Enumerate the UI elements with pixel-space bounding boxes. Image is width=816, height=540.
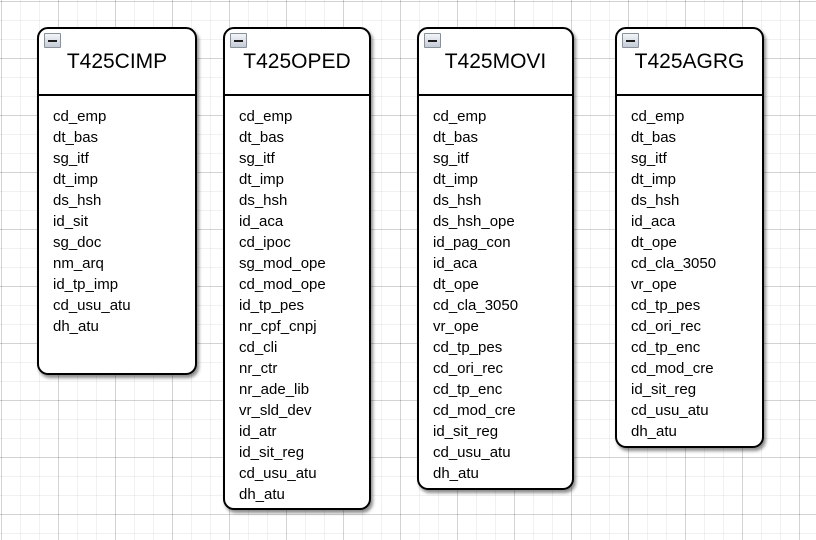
- field-row[interactable]: dh_atu: [239, 486, 285, 503]
- field-row[interactable]: id_sit_reg: [239, 444, 305, 461]
- field-row[interactable]: dt_bas: [631, 129, 677, 146]
- collapse-minus-icon[interactable]: [44, 33, 61, 48]
- field-row[interactable]: id_pag_con: [433, 234, 511, 251]
- field-row[interactable]: cd_tp_pes: [631, 297, 701, 314]
- field-row[interactable]: id_sit: [53, 213, 89, 230]
- entity-field-list: cd_emp dt_bas sg_itf dt_imp ds_hsh ds_hsh_ope…: [419, 96, 572, 494]
- field-row[interactable]: dt_imp: [53, 171, 99, 188]
- field-row[interactable]: cd_ipoc: [239, 234, 291, 251]
- entity-title: T425MOVI: [444, 50, 547, 73]
- field-row[interactable]: ds_hsh: [53, 192, 102, 209]
- field-row[interactable]: nr_ctr: [239, 360, 278, 377]
- entity-field-list: cd_emp dt_bas sg_itf dt_imp ds_hsh id_sit sg_d…: [39, 96, 195, 347]
- entity-header[interactable]: T425OPED: [225, 29, 369, 96]
- field-row[interactable]: id_sit_reg: [433, 423, 499, 440]
- field-row[interactable]: dt_bas: [433, 129, 479, 146]
- field-row[interactable]: nr_ade_lib: [239, 381, 310, 398]
- field-row[interactable]: vr_sld_dev: [239, 402, 312, 419]
- field-row[interactable]: sg_doc: [53, 234, 102, 251]
- collapse-minus-icon[interactable]: [622, 33, 639, 48]
- field-row[interactable]: cd_mod_cre: [433, 402, 516, 419]
- collapse-minus-icon[interactable]: [424, 33, 441, 48]
- field-row[interactable]: cd_usu_atu: [239, 465, 317, 482]
- field-row[interactable]: id_aca: [239, 213, 284, 230]
- field-row[interactable]: id_atr: [239, 423, 277, 440]
- field-row[interactable]: sg_itf: [631, 150, 667, 167]
- entity-title: T425AGRG: [634, 50, 745, 73]
- field-row[interactable]: id_aca: [433, 255, 478, 272]
- field-row[interactable]: ds_hsh: [631, 192, 680, 209]
- field-row[interactable]: cd_tp_pes: [433, 339, 503, 356]
- field-row[interactable]: cd_tp_enc: [433, 381, 503, 398]
- field-row[interactable]: sg_itf: [53, 150, 89, 167]
- field-row[interactable]: id_sit_reg: [631, 381, 697, 398]
- field-row[interactable]: cd_usu_atu: [433, 444, 511, 461]
- field-row[interactable]: dt_imp: [631, 171, 677, 188]
- field-row[interactable]: dt_bas: [53, 129, 99, 146]
- field-row[interactable]: cd_mod_ope: [239, 276, 326, 293]
- field-row[interactable]: id_tp_pes: [239, 297, 305, 314]
- field-row[interactable]: cd_tp_enc: [631, 339, 701, 356]
- entity-title: T425CIMP: [66, 50, 168, 73]
- field-row[interactable]: dt_ope: [433, 276, 479, 293]
- field-row[interactable]: ds_hsh: [239, 192, 288, 209]
- collapse-minus-icon[interactable]: [230, 33, 247, 48]
- field-row[interactable]: cd_cli: [239, 339, 278, 356]
- entity-title: T425OPED: [243, 50, 351, 73]
- field-row[interactable]: dh_atu: [433, 465, 479, 482]
- field-row[interactable]: sg_itf: [239, 150, 275, 167]
- field-row[interactable]: nm_arq: [53, 255, 104, 272]
- field-row[interactable]: id_aca: [631, 213, 676, 230]
- field-row[interactable]: cd_usu_atu: [631, 402, 709, 419]
- field-row[interactable]: dh_atu: [53, 318, 99, 335]
- field-row[interactable]: cd_emp: [239, 108, 293, 125]
- field-row[interactable]: dh_atu: [631, 423, 677, 440]
- entity-field-list: cd_emp dt_bas sg_itf dt_imp ds_hsh id_aca dt_o…: [617, 96, 762, 452]
- field-row[interactable]: vr_ope: [433, 318, 479, 335]
- field-row[interactable]: id_tp_imp: [53, 276, 119, 293]
- field-row[interactable]: ds_hsh: [433, 192, 482, 209]
- field-row[interactable]: cd_ori_rec: [433, 360, 504, 377]
- field-row[interactable]: nr_cpf_cnpj: [239, 318, 317, 335]
- field-row[interactable]: cd_cla_3050: [433, 297, 519, 314]
- field-row[interactable]: cd_emp: [53, 108, 107, 125]
- entity-header[interactable]: T425AGRG: [617, 29, 762, 96]
- field-row[interactable]: dt_ope: [631, 234, 677, 251]
- entity-header[interactable]: T425MOVI: [419, 29, 572, 96]
- field-row[interactable]: cd_emp: [433, 108, 487, 125]
- field-row[interactable]: dt_imp: [433, 171, 479, 188]
- field-row[interactable]: dt_imp: [239, 171, 285, 188]
- field-row[interactable]: ds_hsh_ope: [433, 213, 515, 230]
- field-row[interactable]: cd_mod_cre: [631, 360, 714, 377]
- field-row[interactable]: cd_ori_rec: [631, 318, 702, 335]
- field-row[interactable]: sg_itf: [433, 150, 469, 167]
- field-row[interactable]: cd_cla_3050: [631, 255, 717, 272]
- entity-header[interactable]: T425CIMP: [39, 29, 195, 96]
- field-row[interactable]: sg_mod_ope: [239, 255, 326, 272]
- field-row[interactable]: vr_ope: [631, 276, 677, 293]
- field-row[interactable]: cd_emp: [631, 108, 685, 125]
- entity-field-list: cd_emp dt_bas sg_itf dt_imp ds_hsh id_aca cd_i…: [225, 96, 369, 515]
- field-row[interactable]: dt_bas: [239, 129, 285, 146]
- field-row[interactable]: cd_usu_atu: [53, 297, 131, 314]
